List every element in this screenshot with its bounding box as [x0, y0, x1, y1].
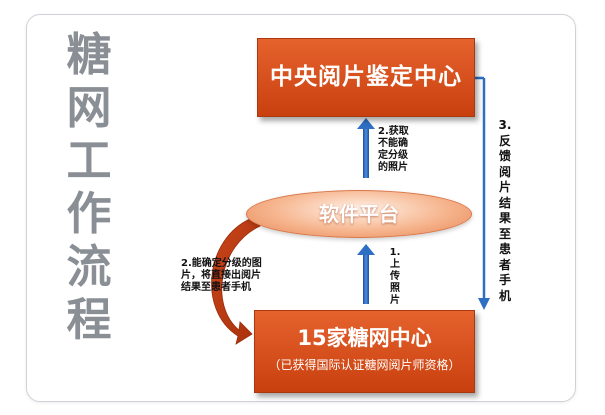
label-line: 手 — [498, 273, 511, 287]
label-line: 片 — [390, 295, 400, 306]
label-line: 片，将直接出阅片 — [181, 270, 261, 281]
label-line: 传 — [390, 271, 400, 282]
label-line: 结 — [498, 195, 511, 210]
local-center-box: 15家糖网中心 （已获得国际认证糖网阅片师资格） — [254, 310, 475, 393]
label-line: 定分级 — [378, 150, 408, 161]
label-line: 患 — [498, 242, 511, 256]
label-line: 的照片 — [378, 162, 408, 173]
step-2-certain-label: 2.能确定分级的图 片，将直接出阅片 结果至患者手机 — [181, 258, 307, 294]
software-platform-label: 软件平台 — [319, 202, 399, 226]
label-line: 阅 — [498, 164, 511, 179]
label-line: 反 — [498, 133, 511, 148]
central-reading-center-box: 中央阅片鉴定中心 — [257, 38, 475, 117]
label-line: 2.获取 — [378, 126, 409, 137]
side-title-char: 糖 — [66, 28, 112, 81]
label-line: 片 — [498, 180, 511, 194]
label-line: 机 — [498, 288, 511, 303]
local-center-note: （已获得国际认证糖网阅片师资格） — [268, 358, 461, 372]
label-line: 者 — [498, 257, 511, 272]
step-2-fetch-label: 2.获取 不能确 定分级 的照片 — [378, 126, 424, 174]
side-title-char: 程 — [66, 293, 112, 346]
step-1-upload-label: 1. 上 传 照 片 — [388, 247, 402, 307]
step-3-feedback-label: 3. 反 馈 阅 片 结 果 至 患 者 手 机 — [497, 118, 513, 304]
side-title-char: 作 — [66, 187, 112, 240]
label-line: 1. — [389, 247, 401, 258]
label-line: 结果至患者手机 — [181, 282, 251, 293]
label-line: 果 — [498, 211, 511, 225]
label-line: 馈 — [498, 149, 511, 163]
side-title-char: 工 — [66, 134, 112, 187]
arrow-up-upload — [357, 244, 375, 304]
label-line: 2.能确定分级的图 — [181, 258, 262, 269]
label-line: 不能确 — [378, 138, 408, 149]
label-line: 3. — [498, 118, 512, 132]
label-line: 上 — [390, 259, 400, 270]
side-title-char: 网 — [66, 81, 112, 134]
arrow-down-feedback — [473, 76, 490, 310]
central-reading-center-label: 中央阅片鉴定中心 — [270, 64, 462, 90]
label-line: 照 — [390, 283, 400, 294]
arrow-curve-certain — [211, 215, 261, 345]
software-platform-node: 软件平台 — [246, 190, 472, 238]
side-title: 糖 网 工 作 流 程 — [58, 28, 120, 346]
label-line: 至 — [498, 226, 511, 241]
side-title-char: 流 — [66, 240, 112, 293]
local-center-label: 15家糖网中心 — [297, 326, 432, 350]
arrow-up-fetch — [357, 118, 375, 178]
